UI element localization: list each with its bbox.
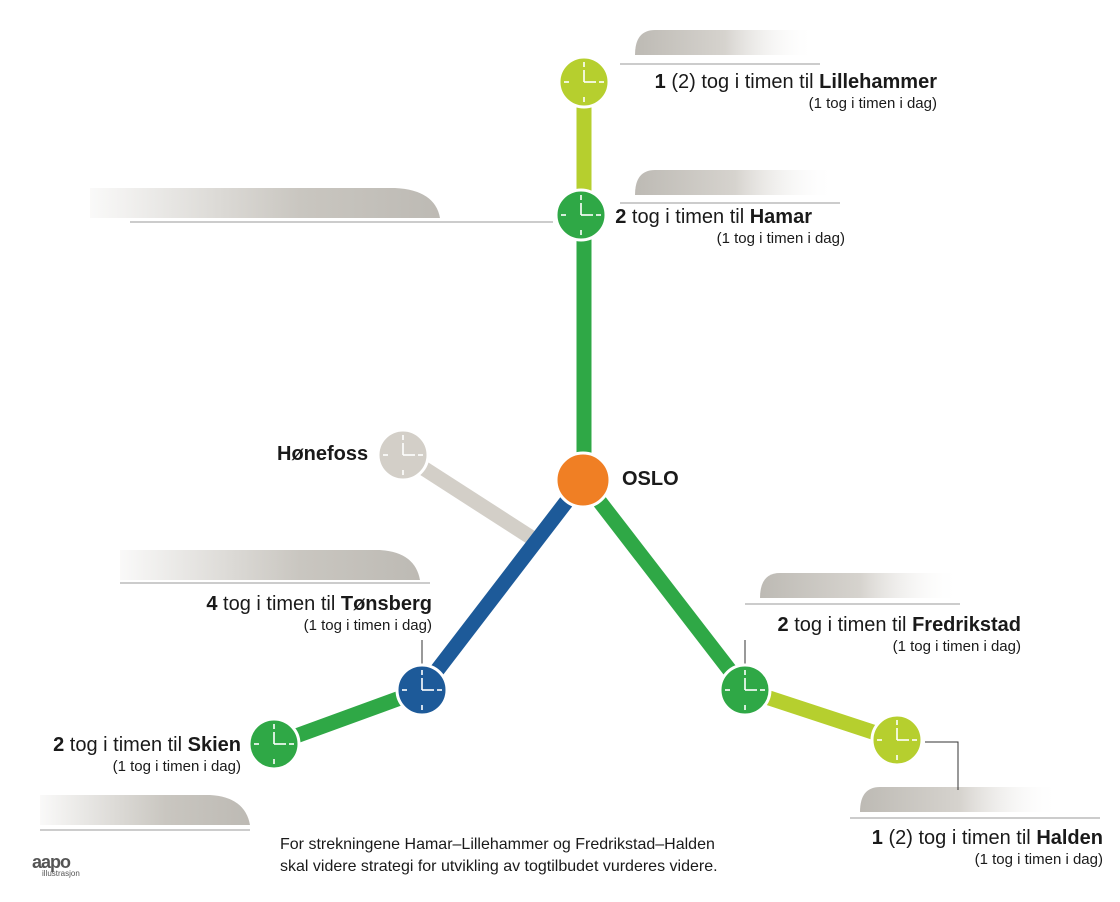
label-hamar: 2 tog i timen til Hamar (1 tog i timen i… xyxy=(615,206,845,247)
clock-icon xyxy=(557,55,611,109)
label-honefoss: Hønefoss xyxy=(277,443,369,465)
label-skien: 2 tog i timen til Skien (1 tog i timen i… xyxy=(53,734,241,775)
train-icon xyxy=(635,30,815,55)
train-icon xyxy=(860,787,1060,812)
clock-icon xyxy=(247,717,301,771)
line-tonsberg xyxy=(416,475,589,695)
clock-icon xyxy=(718,663,772,717)
oslo-hub-marker xyxy=(554,451,612,509)
label-fredrikstad: 2 tog i timen til Fredrikstad (1 tog i t… xyxy=(777,614,1021,655)
clock-icon xyxy=(376,428,430,482)
label-oslo: OSLO xyxy=(622,468,679,490)
train-icon xyxy=(40,795,250,825)
train-icon xyxy=(760,573,960,598)
clock-icon xyxy=(395,663,449,717)
clock-icon xyxy=(554,188,608,242)
line-fredrikstad xyxy=(577,475,751,695)
footnote: For strekningene Hamar–Lillehammer og Fr… xyxy=(280,836,718,875)
train-illustrations xyxy=(40,30,1100,831)
label-halden: 1 (2) tog i timen til Halden (1 tog i ti… xyxy=(871,827,1103,868)
train-icon xyxy=(635,170,835,195)
line-halden xyxy=(742,682,900,748)
label-tonsberg: 4 tog i timen til Tønsberg (1 tog i time… xyxy=(206,593,432,634)
clock-icon xyxy=(870,713,924,767)
train-icon xyxy=(90,188,440,218)
label-lillehammer: 1 (2) tog i timen til Lillehammer (1 tog… xyxy=(654,71,937,112)
train-icon xyxy=(120,550,420,580)
